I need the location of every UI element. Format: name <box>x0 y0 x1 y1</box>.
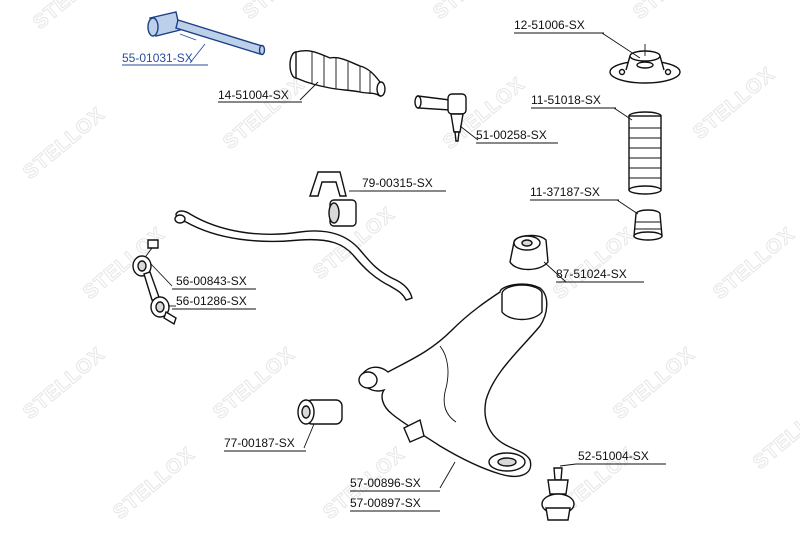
steering-boot-drawing[interactable] <box>289 49 386 98</box>
inner-tie-rod-drawing[interactable] <box>147 11 266 56</box>
watermark-logo: STELLOX <box>19 103 109 184</box>
label-stabilizer-bushing[interactable]: 79-00315-SX <box>362 176 433 190</box>
label-front-arm-bushing[interactable]: 77-00187-SX <box>224 436 295 450</box>
watermark-logo: STELLOX <box>109 443 199 524</box>
watermark-logo: STELLOX <box>209 343 299 424</box>
label-inner-tie-rod[interactable]: 55-01031-SX <box>122 51 193 65</box>
label-stabilizer-link-left[interactable]: 56-00843-SX <box>176 274 247 288</box>
control-arm-drawing[interactable] <box>358 283 548 478</box>
watermark-logo: STELLOX <box>429 0 519 24</box>
tie-rod-end-drawing[interactable] <box>414 93 467 142</box>
watermark-logo: STELLOX <box>29 0 119 34</box>
watermark-logo: STELLOX <box>19 343 109 424</box>
label-shock-dust-boot[interactable]: 11-51018-SX <box>531 93 601 107</box>
watermark-logo: STELLOX <box>239 0 329 24</box>
bump-stop-drawing[interactable] <box>633 209 663 241</box>
watermark-logo: STELLOX <box>219 73 309 154</box>
label-tie-rod-end[interactable]: 51-00258-SX <box>476 128 547 142</box>
label-steering-boot[interactable]: 14-51004-SX <box>218 88 289 102</box>
label-control-arm-left[interactable]: 57-00896-SX <box>350 476 421 490</box>
watermark-logo: STELLOX <box>749 393 800 474</box>
inner-tie-rod-leader <box>189 43 206 64</box>
watermark-logo: STELLOX <box>549 223 639 304</box>
rear-arm-bushing-drawing[interactable] <box>509 234 549 271</box>
watermark-logo: STELLOX <box>709 223 799 304</box>
label-ball-joint[interactable]: 52-51004-SX <box>578 449 649 463</box>
stabilizer-bar-drawing[interactable] <box>174 210 413 301</box>
watermark-logo: STELLOX <box>629 0 719 24</box>
top-strut-mount-drawing[interactable] <box>609 44 681 84</box>
ball-joint-drawing[interactable] <box>541 467 575 521</box>
stabilizer-link-drawing[interactable] <box>132 239 177 326</box>
label-control-arm-right[interactable]: 57-00897-SX <box>350 496 421 510</box>
label-stabilizer-link-right[interactable]: 56-01286-SX <box>176 294 247 308</box>
label-bump-stop[interactable]: 11-37187-SX <box>530 185 600 199</box>
label-top-strut-mount[interactable]: 12-51006-SX <box>514 18 585 32</box>
watermark-logo: STELLOX <box>689 63 779 144</box>
stabilizer-bushing-drawing[interactable] <box>309 171 357 227</box>
label-rear-arm-bushing[interactable]: 87-51024-SX <box>556 267 627 281</box>
shock-dust-boot-drawing[interactable] <box>628 111 662 195</box>
front-arm-bushing-drawing[interactable] <box>297 399 343 425</box>
watermark-logo: STELLOX <box>609 343 699 424</box>
